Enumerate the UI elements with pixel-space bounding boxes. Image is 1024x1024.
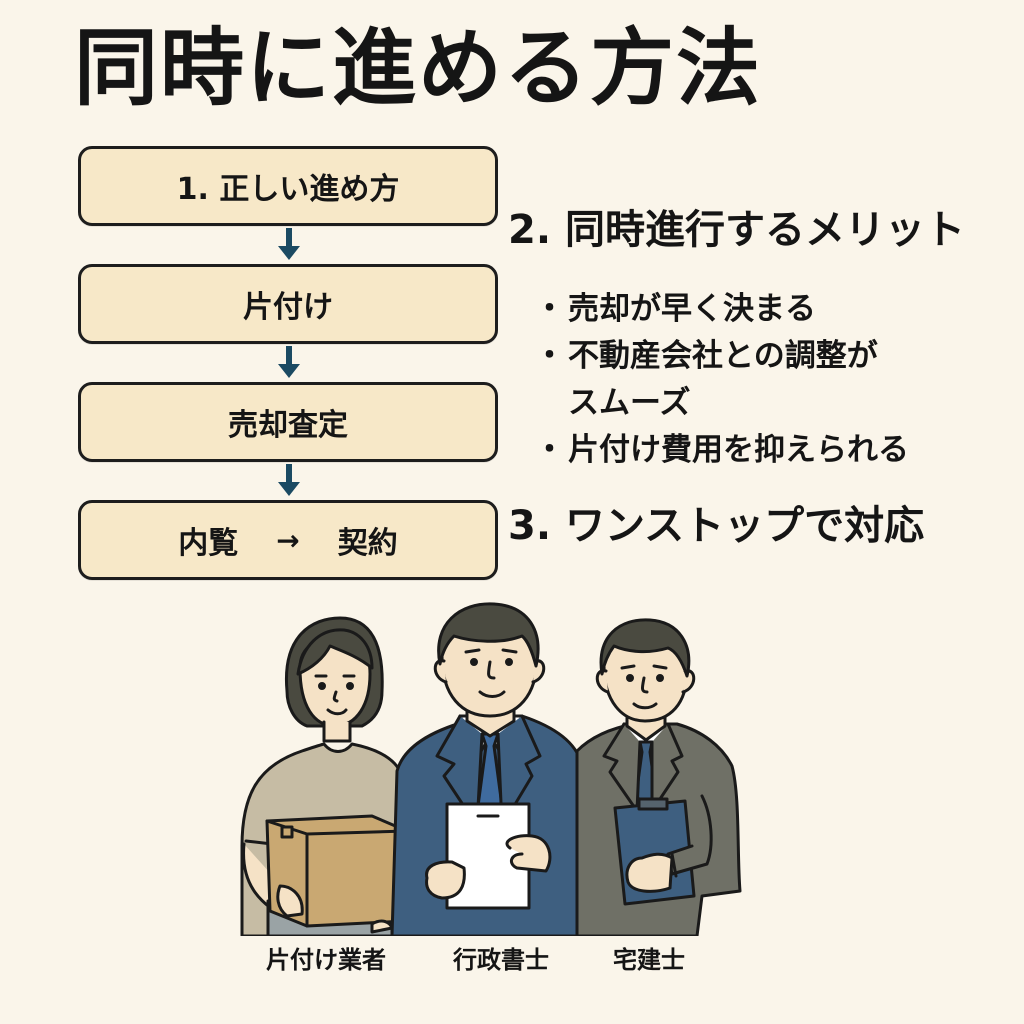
page-title: 同時に進める方法 xyxy=(74,19,763,117)
merits-list: 売却が早く決まる 不動産会社との調整が スムーズ 片付け費用を抑えられる xyxy=(534,286,909,474)
step-box-correct-approach: 1. 正しい進め方 xyxy=(78,146,498,226)
man-with-document-icon xyxy=(390,602,589,936)
list-item: 片付け費用を抑えられる xyxy=(534,427,909,474)
step-box-cleanup: 片付け xyxy=(78,264,498,344)
role-label-cleanup-company: 片付け業者 xyxy=(266,946,386,974)
list-item: 不動産会社との調整が xyxy=(534,333,909,380)
role-label-administrative-scrivener: 行政書士 xyxy=(453,946,549,974)
list-item-continuation: スムーズ xyxy=(568,385,691,421)
role-label-real-estate-agent: 宅建士 xyxy=(613,946,685,974)
three-professionals-illustration xyxy=(240,602,742,936)
step-label: 売却査定 xyxy=(228,408,348,443)
section-heading-merits: 2. 同時進行するメリット xyxy=(508,207,965,253)
step-label-contract: 契約 xyxy=(337,526,398,561)
list-item: 売却が早く決まる xyxy=(534,286,909,333)
right-arrow-icon: → xyxy=(276,523,300,557)
step-box-sale-appraisal: 売却査定 xyxy=(78,382,498,462)
down-arrow-icon xyxy=(278,228,300,262)
man-with-clipboard-icon xyxy=(575,618,742,936)
step-label: 片付け xyxy=(243,290,333,325)
step-label: 1. 正しい進め方 xyxy=(176,172,400,207)
section-heading-one-stop: 3. ワンストップで対応 xyxy=(508,503,925,549)
woman-with-box-icon xyxy=(240,616,409,936)
step-box-viewing-contract: 内覧 → 契約 xyxy=(78,500,498,580)
step-label-viewing: 内覧 xyxy=(178,526,239,561)
down-arrow-icon xyxy=(278,346,300,380)
down-arrow-icon xyxy=(278,464,300,498)
